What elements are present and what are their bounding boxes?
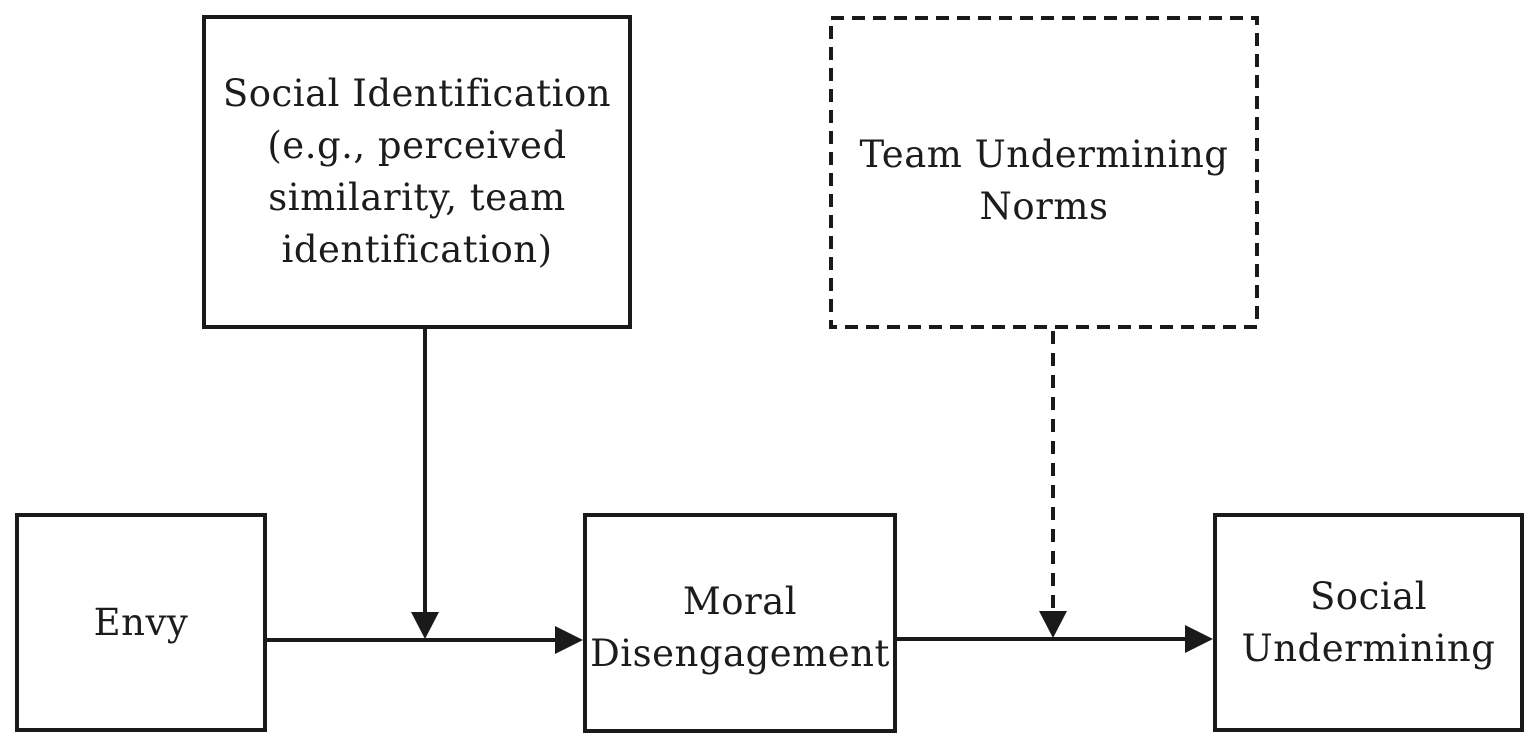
arrowhead-social-identification-moderation: [411, 612, 439, 639]
envy-box: Envy: [15, 513, 267, 732]
social-identification-label: Social Identification (e.g., perceived s…: [223, 68, 611, 276]
label-line: (e.g., perceived: [267, 124, 567, 167]
label-line: Team Undermining: [859, 132, 1229, 176]
team-undermining-norms-box: Team Undermining Norms: [829, 16, 1259, 329]
team-undermining-norms-label: Team Undermining Norms: [860, 113, 1229, 233]
label-line: identification): [281, 228, 553, 271]
label-line: similarity, team: [268, 176, 566, 219]
arrowhead-envy-to-moral-disengagement: [555, 626, 583, 654]
moral-disengagement-box: Moral Disengagement: [583, 513, 897, 733]
moral-disengagement-label: Moral Disengagement: [590, 566, 890, 680]
label-line: Moral: [682, 580, 798, 623]
social-undermining-box: Social Undermining: [1213, 513, 1524, 732]
arrowhead-moral-disengagement-to-social-undermining: [1185, 625, 1213, 653]
label-line: Social Identification: [222, 72, 612, 115]
label-line: Undermining: [1241, 626, 1496, 670]
social-undermining-label: Social Undermining: [1242, 571, 1496, 675]
label-line: Disengagement: [590, 632, 890, 675]
label-line: Social: [1309, 574, 1428, 618]
envy-label: Envy: [94, 597, 189, 649]
social-identification-box: Social Identification (e.g., perceived s…: [202, 15, 632, 329]
label-line: Envy: [93, 600, 189, 644]
arrowhead-team-undermining-norms-moderation: [1039, 611, 1067, 638]
team-undermining-norms-dashed-border: [829, 16, 1259, 329]
label-line: Norms: [979, 184, 1109, 228]
